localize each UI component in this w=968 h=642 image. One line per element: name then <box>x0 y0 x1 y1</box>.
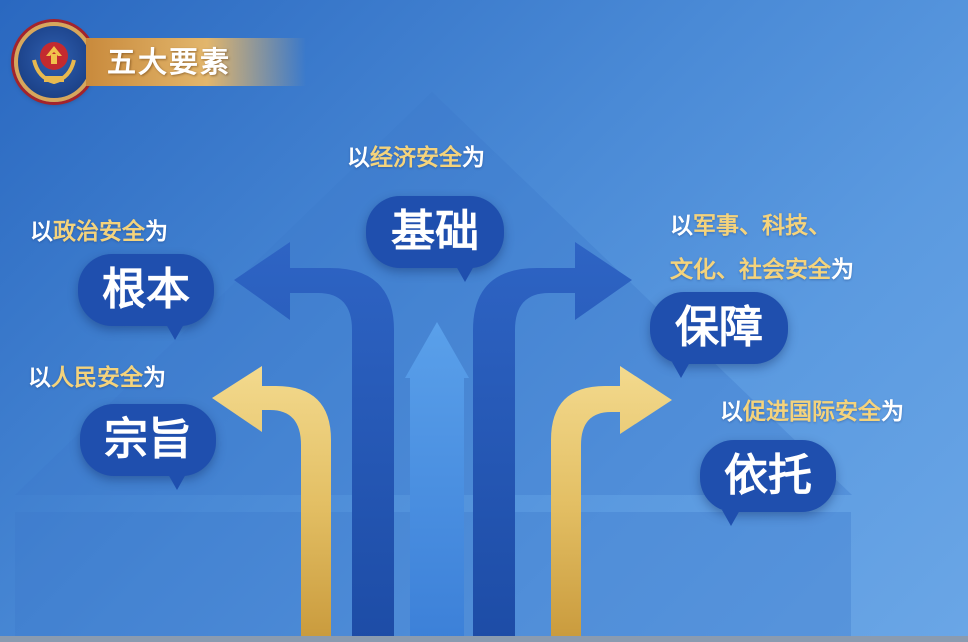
left-gold-arrow <box>212 366 331 642</box>
right-blue-arrow <box>473 242 632 642</box>
right-gold-arrow <box>551 366 672 642</box>
police-emblem-icon <box>14 22 94 102</box>
label-economic: 以经济安全为 <box>347 145 485 171</box>
bubble-fundamental: 根本 <box>78 254 214 340</box>
bubble-foundation: 基础 <box>366 196 504 282</box>
page-title: 五大要素 <box>107 45 232 79</box>
bubble-support: 依托 <box>700 440 836 526</box>
left-blue-arrow <box>234 242 394 642</box>
label-military: 以军事、科技、 <box>670 213 831 239</box>
bubble-guarantee: 保障 <box>650 292 788 378</box>
bottom-bar <box>0 636 968 642</box>
label-political: 以政治安全为 <box>30 219 168 245</box>
label-culture-society: 文化、社会安全为 <box>670 257 854 283</box>
header-banner <box>86 38 306 86</box>
label-people: 以人民安全为 <box>28 365 166 391</box>
center-up-arrow <box>405 322 469 642</box>
label-international: 以促进国际安全为 <box>720 399 904 425</box>
bubble-purpose: 宗旨 <box>80 404 216 490</box>
